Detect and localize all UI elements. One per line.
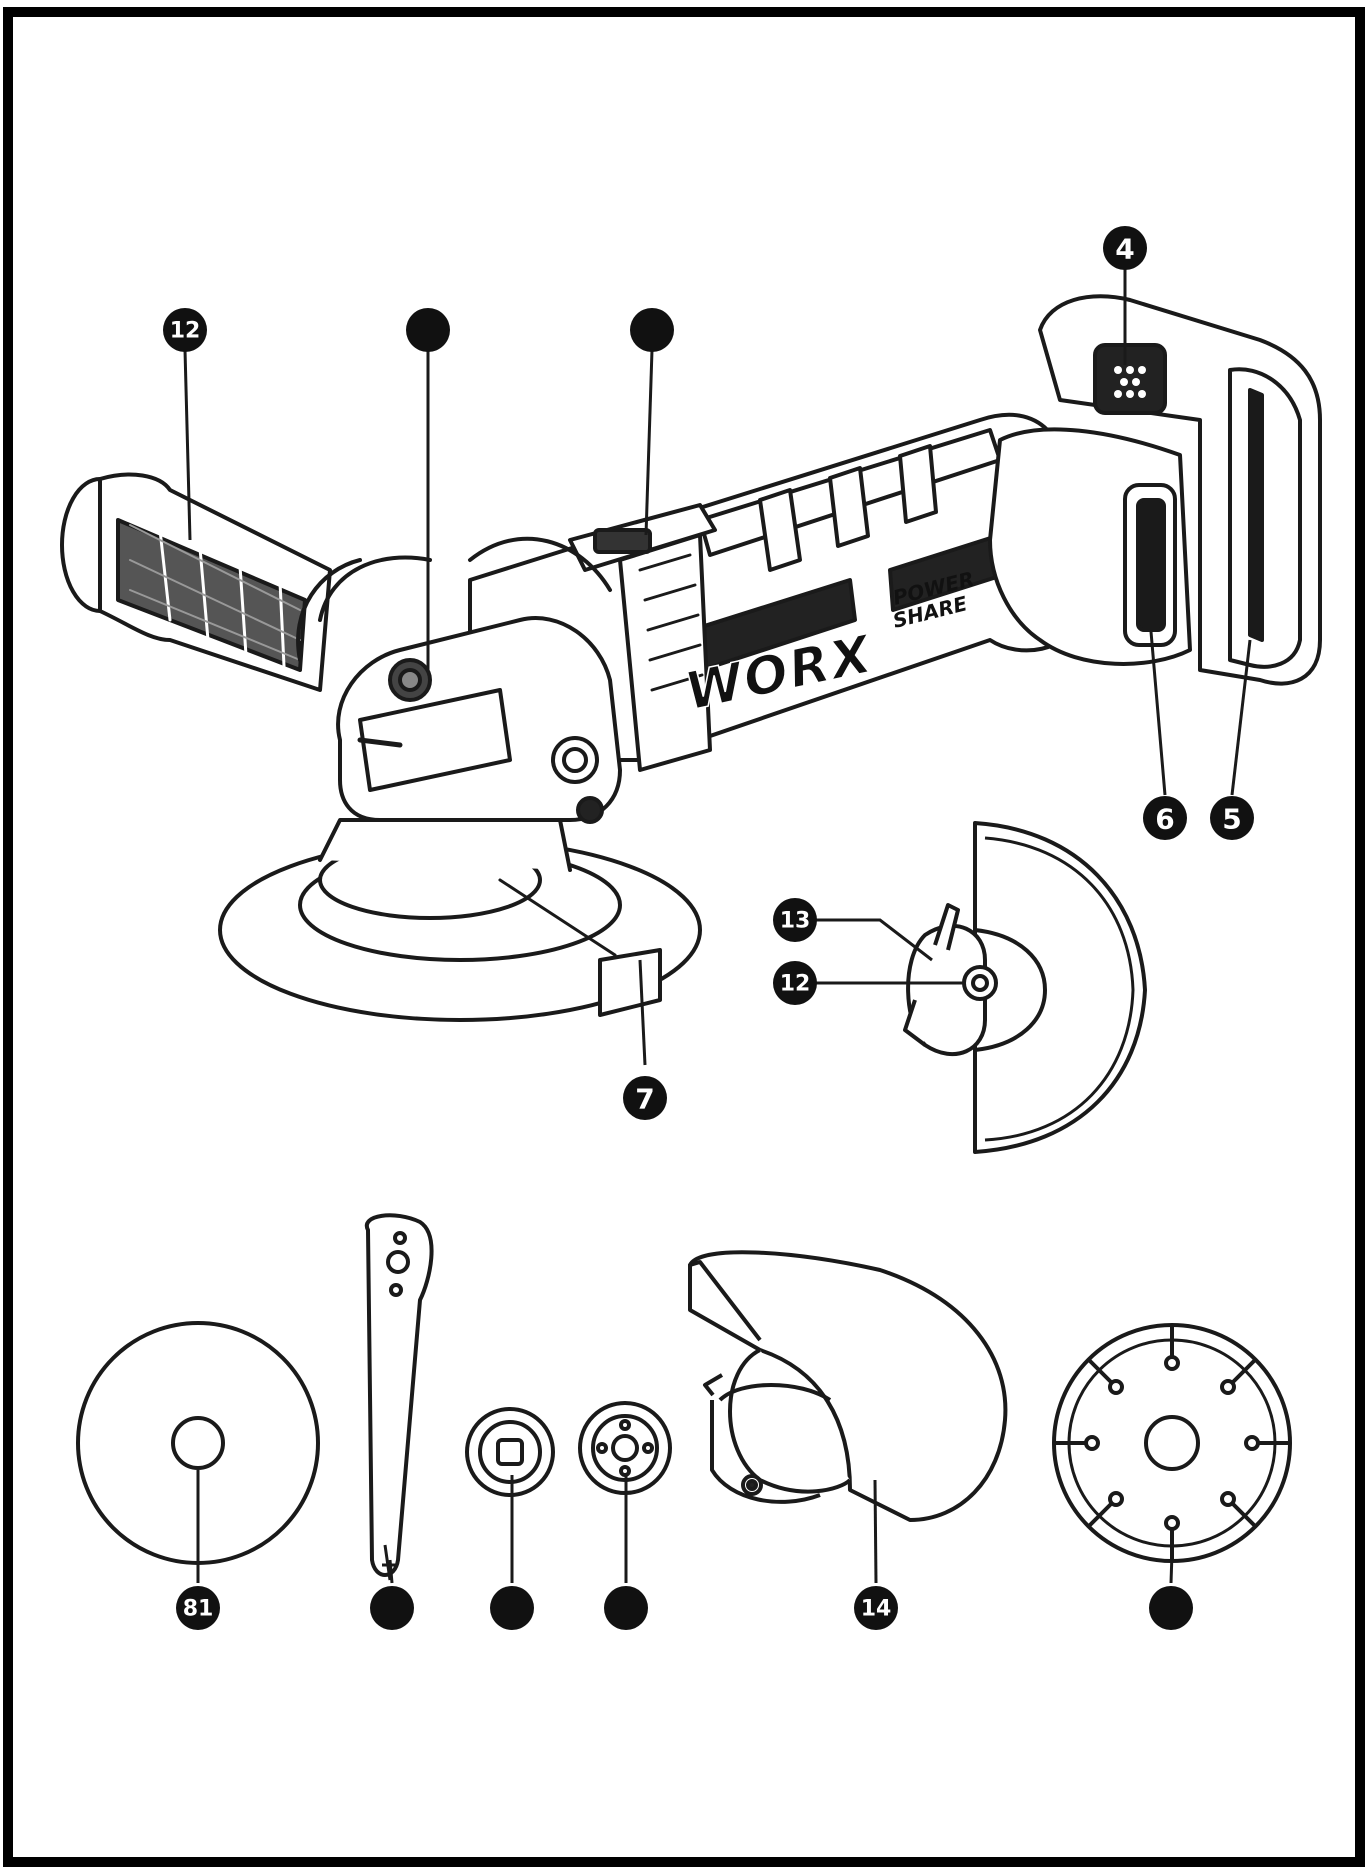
callout-outer-flange (604, 1586, 648, 1630)
grinder-illustration (60, 294, 1322, 1022)
callout-spanner (370, 1586, 414, 1630)
callout-label: 12 (780, 972, 811, 997)
spanner-shape (364, 1213, 434, 1581)
callout-diamond-disc (1149, 1586, 1193, 1630)
callout-battery-release: 6 (1143, 796, 1187, 840)
callout-guard-bolt: 12 (773, 961, 817, 1005)
callout-guard-lever: 13 (773, 898, 817, 942)
callout-label: 14 (861, 1597, 892, 1622)
guard-detail-illustration (903, 821, 1147, 1154)
callout-inner-flange (490, 1586, 534, 1630)
callout-cutting-guard: 14 (854, 1586, 898, 1630)
outer-flange-shape (578, 1401, 672, 1495)
callout-label: 13 (780, 909, 811, 934)
diamond-disc-shape (1052, 1323, 1292, 1563)
guard-ring-top (296, 536, 612, 662)
main-guard (218, 818, 702, 1022)
callout-label: 81 (183, 1597, 214, 1622)
callouts: 12 4 6 5 7 13 (163, 226, 1254, 1630)
cutting-guard-shape (688, 1250, 1008, 1522)
callout-label: 5 (1222, 803, 1241, 836)
accessories (76, 1213, 1292, 1581)
side-handle (60, 472, 332, 692)
callout-aux-handle: 12 (163, 308, 207, 352)
leader-lines (183, 265, 1252, 1584)
gear-head (336, 616, 622, 824)
callout-label: 12 (170, 319, 201, 344)
callout-label: 7 (635, 1083, 654, 1116)
paddle-switch (568, 503, 717, 572)
battery-pack-shape (988, 294, 1322, 686)
callout-guard: 7 (623, 1076, 667, 1120)
motor-housing (468, 412, 1077, 772)
callout-battery-indicator: 4 (1103, 226, 1147, 270)
callout-grinding-disc: 81 (176, 1586, 220, 1630)
callout-label: 6 (1155, 803, 1174, 836)
callout-label: 4 (1115, 233, 1134, 266)
page-border (3, 7, 1365, 1867)
callout-battery-pack: 5 (1210, 796, 1254, 840)
inner-flange-shape (465, 1407, 555, 1497)
callout-spindle-lock (406, 308, 450, 352)
callout-switch (630, 308, 674, 352)
